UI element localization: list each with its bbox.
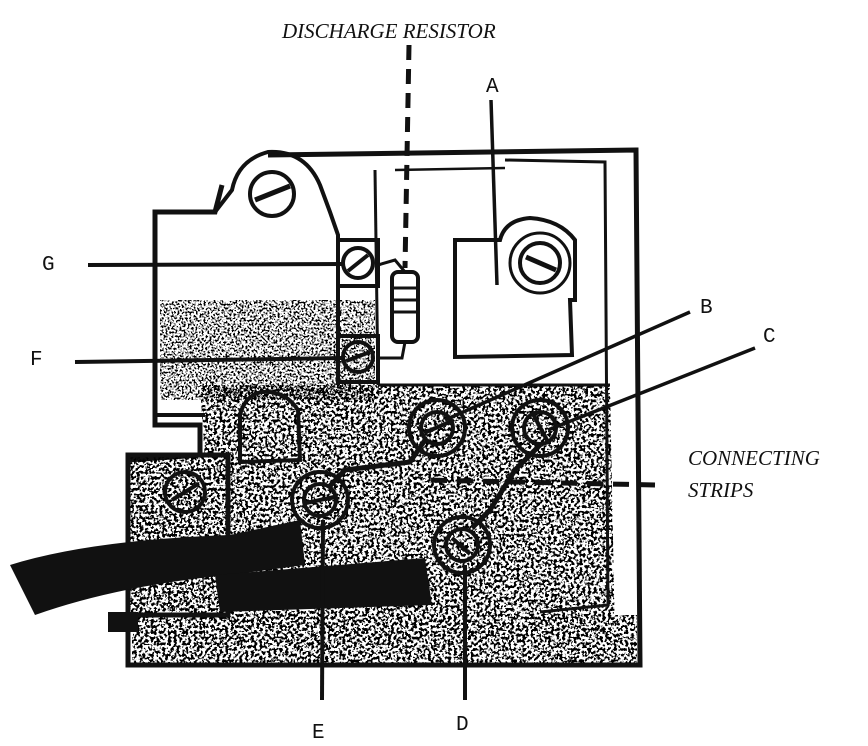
cable-clamp (128, 455, 228, 615)
label-connecting: CONNECTING (688, 446, 820, 470)
plate-screw (518, 241, 562, 285)
labels: DISCHARGE RESISTOR A B C G F E D CONNECT… (30, 19, 820, 745)
leader-e (320, 519, 325, 701)
connecting-strips (326, 438, 542, 530)
base-strip (132, 615, 637, 663)
label-d: D (456, 714, 469, 737)
terminal-d (432, 515, 492, 575)
discharge-resistor (377, 258, 420, 360)
top-screw (248, 170, 296, 218)
terminal-b (407, 398, 467, 458)
label-e: E (312, 722, 325, 745)
label-b: B (700, 297, 713, 320)
leader-a (489, 99, 499, 286)
leader-c (547, 346, 756, 432)
label-c: C (763, 326, 776, 349)
label-f: F (30, 349, 43, 372)
label-g: G (42, 254, 55, 277)
leader-g (87, 262, 346, 267)
terminal-e (290, 470, 350, 530)
leader-lines (74, 44, 756, 701)
label-a: A (486, 76, 499, 99)
mounting-plate (453, 215, 577, 360)
leader-connecting (424, 477, 656, 488)
leader-b (444, 310, 691, 422)
leader-f (74, 356, 346, 364)
label-discharge-resistor: DISCHARGE RESISTOR (281, 19, 496, 43)
label-strips: STRIPS (688, 478, 754, 502)
cable-upper (10, 520, 305, 615)
leader-discharge (402, 44, 412, 269)
